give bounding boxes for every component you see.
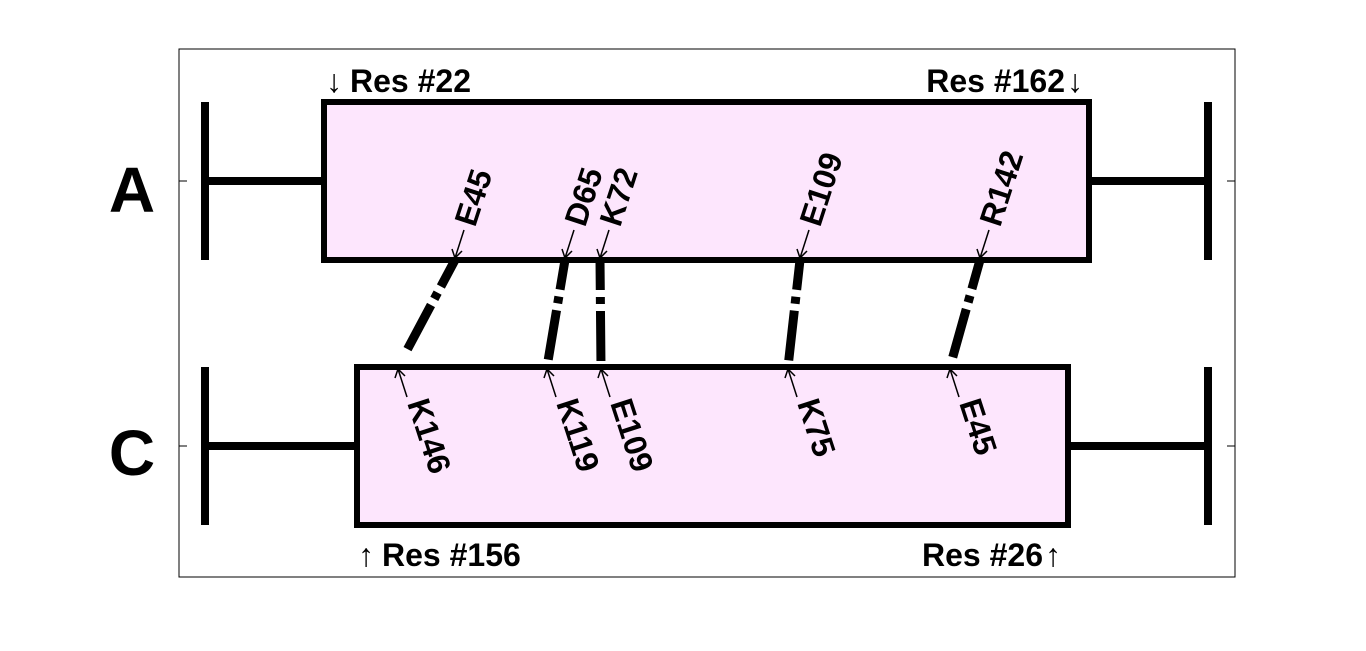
residue-pointer-head (451, 248, 463, 259)
chain-a-end-label: Res #162 (926, 63, 1065, 99)
chain-a-end-arrow: ↓ (1067, 63, 1083, 99)
residue-pointer (979, 229, 990, 259)
residue-pointer (787, 368, 798, 398)
chain-a-start-arrow: ↓ (326, 63, 342, 99)
residue-pointer (564, 229, 575, 259)
chain-c-domain-box (354, 364, 1071, 528)
residue-pointer (600, 368, 611, 398)
crosslink-line (595, 259, 606, 368)
chain-c-end-arrow: ↑ (1045, 537, 1061, 573)
plot-frame (178, 48, 1236, 578)
residue-pointer-head (976, 248, 988, 259)
chain-c-track (201, 364, 1212, 528)
residue-pointer-head (597, 368, 609, 379)
crosslinks (394, 257, 985, 370)
residue-pointer-head (784, 368, 796, 379)
crosslink-line (394, 257, 459, 370)
residue-pointer-head (561, 248, 573, 259)
crosslink-line (945, 258, 985, 369)
chain-a-domain-box (321, 99, 1092, 263)
residue-pointer-head (946, 368, 958, 379)
chain-c-end-label: Res #26 (922, 537, 1043, 573)
residue-pointer (546, 368, 557, 398)
residue-pointer (454, 229, 465, 259)
chain-a-track (201, 99, 1212, 263)
residue-pointer (799, 229, 810, 259)
chain-label-a: A (109, 154, 155, 226)
residue-pointer (599, 229, 610, 259)
chain-a-start-label: Res #22 (350, 63, 471, 99)
chain-c-start-arrow: ↑ (358, 537, 374, 573)
chain-label-c: C (109, 417, 155, 489)
residue-pointer-head (394, 368, 406, 379)
residue-pointer-head (796, 248, 808, 259)
residue-pointer-head (596, 248, 608, 259)
crosslink-line (542, 259, 570, 368)
residue-pointer-head (543, 368, 555, 379)
chain-c-start-label: Res #156 (382, 537, 521, 573)
residue-pointer (397, 368, 408, 398)
residue-pointer (949, 368, 960, 398)
crosslink-line (783, 259, 805, 368)
